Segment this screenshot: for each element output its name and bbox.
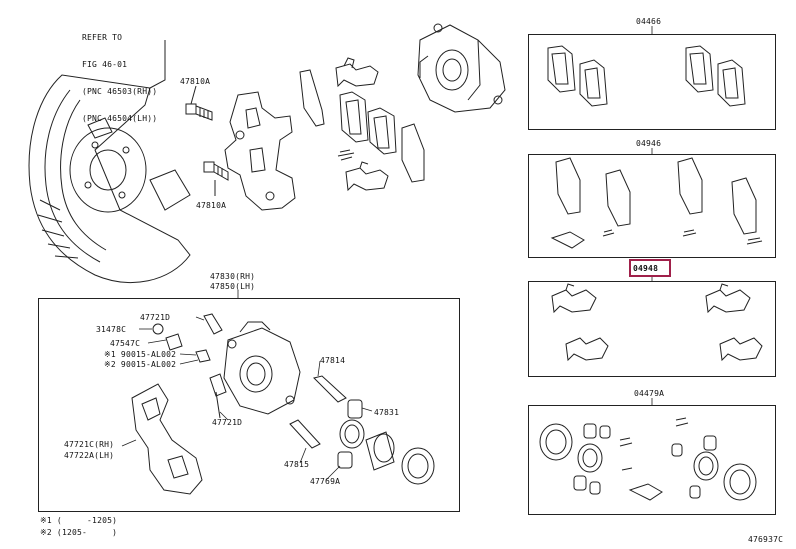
- part-label-47721c[interactable]: 47721C(RH): [64, 440, 115, 449]
- part-label-47721d-top[interactable]: 47721D: [140, 313, 171, 322]
- part-label-47722a[interactable]: 47722A(LH): [64, 451, 115, 460]
- part-label-90015-1[interactable]: ※1 90015-AL002: [104, 350, 177, 359]
- refer-line-2: FIG 46-01: [82, 60, 128, 69]
- kit-04466-drawing: [547, 45, 746, 107]
- kit-04479a-drawing: [539, 417, 757, 501]
- caliper-assembly-drawing: [417, 23, 506, 113]
- part-label-47547c[interactable]: 47547C: [110, 339, 141, 348]
- kit-04946-box: [528, 154, 776, 258]
- footnote-2: ※2 (1205- ): [40, 528, 118, 537]
- part-label-04466[interactable]: 04466: [636, 17, 662, 26]
- selected-part-highlight: [629, 259, 671, 277]
- kit-04948-drawing: [551, 283, 763, 362]
- caliper-body-drawing: [223, 321, 301, 415]
- bolt-47810a-bot-drawing: [203, 161, 229, 181]
- brake-pads-top-drawing: [299, 57, 425, 192]
- part-label-47810a-top[interactable]: 47810A: [180, 77, 211, 86]
- part-label-04479a[interactable]: 04479A: [634, 389, 665, 398]
- footnote-1: ※1 ( -1205): [40, 516, 118, 525]
- refer-note[interactable]: REFER TO FIG 46-01 (PNC 46503(RH)) (PNC …: [82, 15, 157, 132]
- part-label-47815[interactable]: 47815: [284, 460, 310, 469]
- torque-plate-drawing: [224, 91, 296, 211]
- kit-04466-box: [528, 34, 776, 130]
- part-label-47810a-bottom[interactable]: 47810A: [196, 201, 227, 210]
- diagram-id: 476937C: [748, 535, 784, 544]
- caliper-assembly-box: [38, 298, 460, 512]
- part-label-47831[interactable]: 47831: [374, 408, 400, 417]
- part-label-47850[interactable]: 47850(LH): [210, 282, 256, 291]
- refer-line-3: (PNC 46503(RH)): [82, 87, 158, 96]
- bolt-47810a-top-drawing: [185, 103, 213, 121]
- part-label-47814[interactable]: 47814: [320, 356, 346, 365]
- dust-shield-drawing: [28, 74, 191, 283]
- part-label-47830[interactable]: 47830(RH): [210, 272, 256, 281]
- kit-04946-drawing: [550, 157, 763, 249]
- part-label-47721d-mid[interactable]: 47721D: [212, 418, 243, 427]
- bracket-drawing: [131, 383, 203, 495]
- small-parts-drawing: [152, 313, 435, 485]
- part-label-04946[interactable]: 04946: [636, 139, 662, 148]
- part-label-47769a[interactable]: 47769A: [310, 477, 341, 486]
- refer-line-1: REFER TO: [82, 33, 123, 42]
- kit-04479a-box: [528, 405, 776, 515]
- part-label-04948[interactable]: 04948: [633, 264, 659, 273]
- leader-lines: [121, 26, 653, 481]
- part-label-31478c[interactable]: 31478C: [96, 325, 127, 334]
- refer-leader: [149, 40, 166, 89]
- part-label-90015-2[interactable]: ※2 90015-AL002: [104, 360, 177, 369]
- kit-04948-box: [528, 281, 776, 377]
- refer-line-4: (PNC 46504(LH)): [82, 114, 158, 123]
